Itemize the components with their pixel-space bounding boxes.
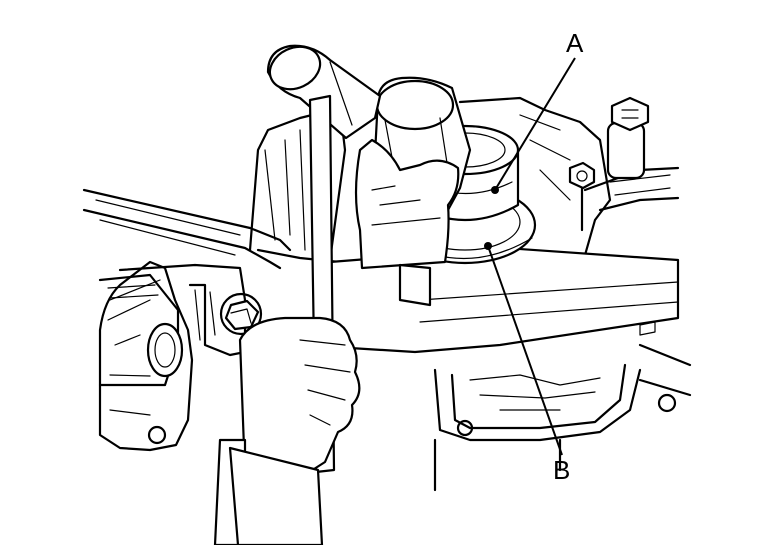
oil-pan — [433, 343, 692, 492]
left-coupling — [98, 273, 184, 387]
callout-leaders — [484, 57, 576, 456]
upper-hand — [354, 138, 460, 307]
frame-rail-left — [82, 188, 292, 270]
small-nut — [568, 161, 596, 232]
leader-line-a — [494, 57, 576, 191]
small-bolt-left — [147, 425, 167, 445]
callout-label-a: A — [566, 28, 584, 58]
leader-line-b — [487, 245, 563, 456]
leader-dot-b — [484, 242, 492, 250]
lower-hand — [213, 316, 361, 545]
pan-bolt — [456, 419, 474, 437]
leader-dot-a — [491, 186, 499, 194]
callout-label-b: B — [553, 455, 571, 485]
small-bolt-right — [657, 393, 677, 413]
upper-right-bolt — [606, 96, 650, 180]
